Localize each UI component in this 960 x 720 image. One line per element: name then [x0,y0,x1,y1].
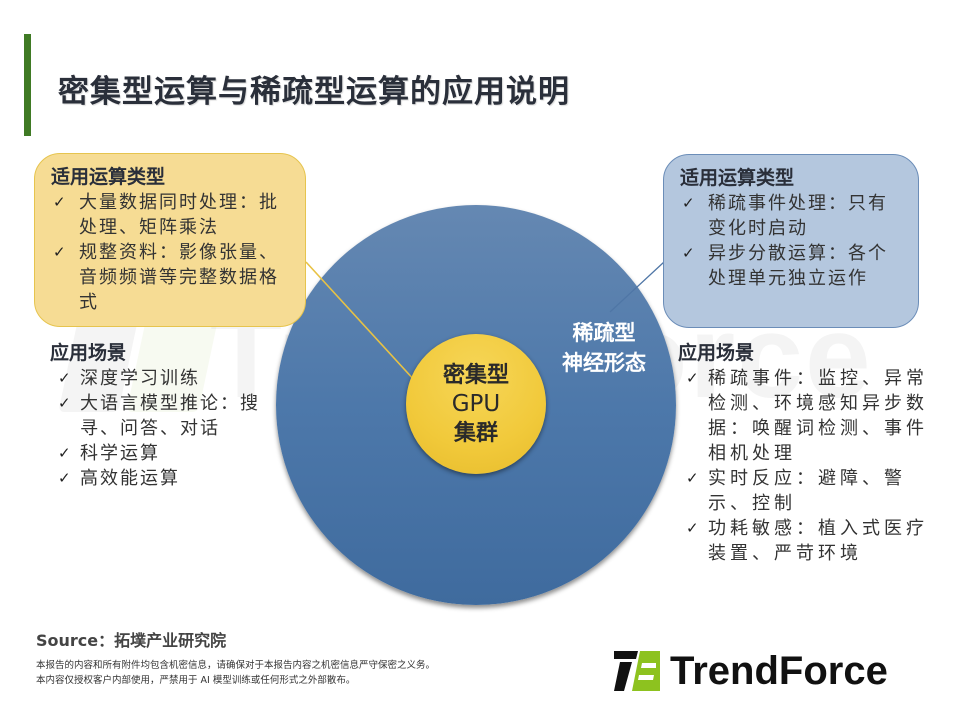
list-item: ✓高效能运算 [58,468,180,489]
dense-scenarios-list: ✓深度学习训练 ✓大语言模型推论：搜寻、问答、对话 ✓科学运算 ✓高效能运算 [50,366,290,491]
dense-scenarios-title: 应用场景 [50,342,127,364]
check-mark-icon: ✓ [686,519,703,537]
sparse-circle-label: 稀疏型 神经形态 [562,321,646,375]
page-title: 密集型运算与稀疏型运算的应用说明 [58,74,570,110]
source-citation: Source：拓墣产业研究院 [36,631,227,650]
check-mark-icon: ✓ [58,394,73,412]
check-mark-icon: ✓ [682,194,697,212]
check-mark-icon: ✓ [53,193,68,211]
dense-scenarios: 应用场景 ✓深度学习训练 ✓大语言模型推论：搜寻、问答、对话 ✓科学运算 ✓高效… [50,340,290,491]
title-accent-bar [24,34,31,136]
dense-circle-line1: 密集型 [442,362,509,388]
dense-compute-types-box: 适用运算类型 ✓ 大量数据同时处理：批处理、矩阵乘法 ✓ 规整资料：影像张量、音… [34,153,306,327]
confidentiality-disclaimer: 本报告的内容和所有附件均包含机密信息，请确保对于本报告内容之机密信息严守保密之义… [36,660,436,686]
list-item: ✓ 规整资料：影像张量、音频频谱等完整数据格式 [53,242,279,313]
sparse-scenarios: 应用场景 ✓稀疏事件：监控、异常检测、环境感知异步数据：唤醒词检测、事件相机处理… [678,340,938,566]
dense-circle-line3: 集群 [453,420,498,446]
sparse-types-list: ✓ 稀疏事件处理：只有变化时启动 ✓ 异步分散运算：各个处理单元独立运作 [680,191,904,291]
check-mark-icon: ✓ [58,469,73,487]
dense-types-list: ✓ 大量数据同时处理：批处理、矩阵乘法 ✓ 规整资料：影像张量、音频频谱等完整数… [51,190,291,315]
list-item: ✓大语言模型推论：搜寻、问答、对话 [58,393,260,439]
check-mark-icon: ✓ [686,469,703,487]
sparse-types-title: 适用运算类型 [680,167,795,189]
list-item: ✓ 异步分散运算：各个处理单元独立运作 [682,243,888,289]
list-item: ✓稀疏事件：监控、异常检测、环境感知异步数据：唤醒词检测、事件相机处理 [686,368,928,464]
list-item: ✓功耗敏感：植入式医疗装置、严苛环境 [686,518,928,564]
sparse-scenarios-list: ✓稀疏事件：监控、异常检测、环境感知异步数据：唤醒词检测、事件相机处理 ✓实时反… [678,366,938,566]
check-mark-icon: ✓ [686,369,703,387]
trendforce-logo-text: TrendForce [670,648,888,693]
check-mark-icon: ✓ [53,243,68,261]
dense-gpu-circle: 密集型 GPU 集群 [406,334,546,474]
trendforce-logo: TrendForce [612,648,888,694]
list-item: ✓深度学习训练 [58,368,200,389]
list-item: ✓ 稀疏事件处理：只有变化时启动 [682,193,888,239]
sparse-scenarios-title: 应用场景 [678,342,755,364]
check-mark-icon: ✓ [682,244,697,262]
check-mark-icon: ✓ [58,444,73,462]
dense-circle-line2: GPU [451,390,501,417]
list-item: ✓科学运算 [58,443,160,464]
sparse-compute-types-box: 适用运算类型 ✓ 稀疏事件处理：只有变化时启动 ✓ 异步分散运算：各个处理单元独… [663,154,919,328]
check-mark-icon: ✓ [58,369,73,387]
list-item: ✓ 大量数据同时处理：批处理、矩阵乘法 [53,192,279,238]
trendforce-logo-icon [614,651,660,691]
dense-types-title: 适用运算类型 [51,166,166,188]
list-item: ✓实时反应：避障、警示、控制 [686,468,906,514]
